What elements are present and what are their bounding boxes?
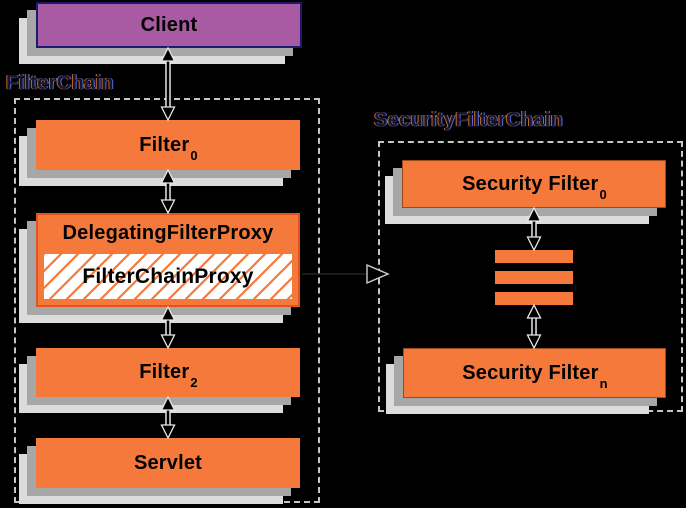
diagonal-hatch-pattern	[44, 254, 292, 299]
ellipsis-bar	[495, 292, 573, 305]
ellipsis-bar	[495, 271, 573, 284]
securityfilterchain-label: SecurityFilterChain	[374, 109, 564, 131]
filter2-label: Filter2	[139, 361, 198, 390]
filterchain-label: FilterChain	[6, 72, 114, 94]
filter2-subscript: 2	[190, 375, 198, 390]
security-filtern-box: Security Filtern	[403, 348, 666, 398]
delegating-filter-proxy-label: DelegatingFilterProxy	[62, 222, 274, 244]
client-box: Client	[36, 2, 302, 48]
filter0-label: Filter0	[139, 133, 198, 163]
ellipsis-bar	[495, 250, 573, 263]
filter2-box: Filter2	[36, 348, 300, 397]
servlet-label: Servlet	[133, 451, 203, 474]
security-filter0-box: Security Filter0	[402, 160, 666, 208]
security-filter0-label: Security Filter0	[462, 172, 607, 202]
delegating-filter-proxy-box: DelegatingFilterProxy FilterChainProxy	[36, 213, 300, 307]
filter0-subscript: 0	[190, 147, 198, 163]
filter-chain-proxy-box: FilterChainProxy	[42, 252, 294, 301]
filter-chain-proxy-label: FilterChainProxy	[82, 264, 254, 288]
security-filtern-subscript: n	[599, 375, 608, 391]
servlet-box: Servlet	[36, 438, 300, 488]
filter0-box: Filter0	[36, 120, 300, 170]
client-label: Client	[140, 13, 198, 36]
security-filtern-label: Security Filtern	[462, 361, 608, 391]
security-filter0-subscript: 0	[599, 186, 607, 202]
